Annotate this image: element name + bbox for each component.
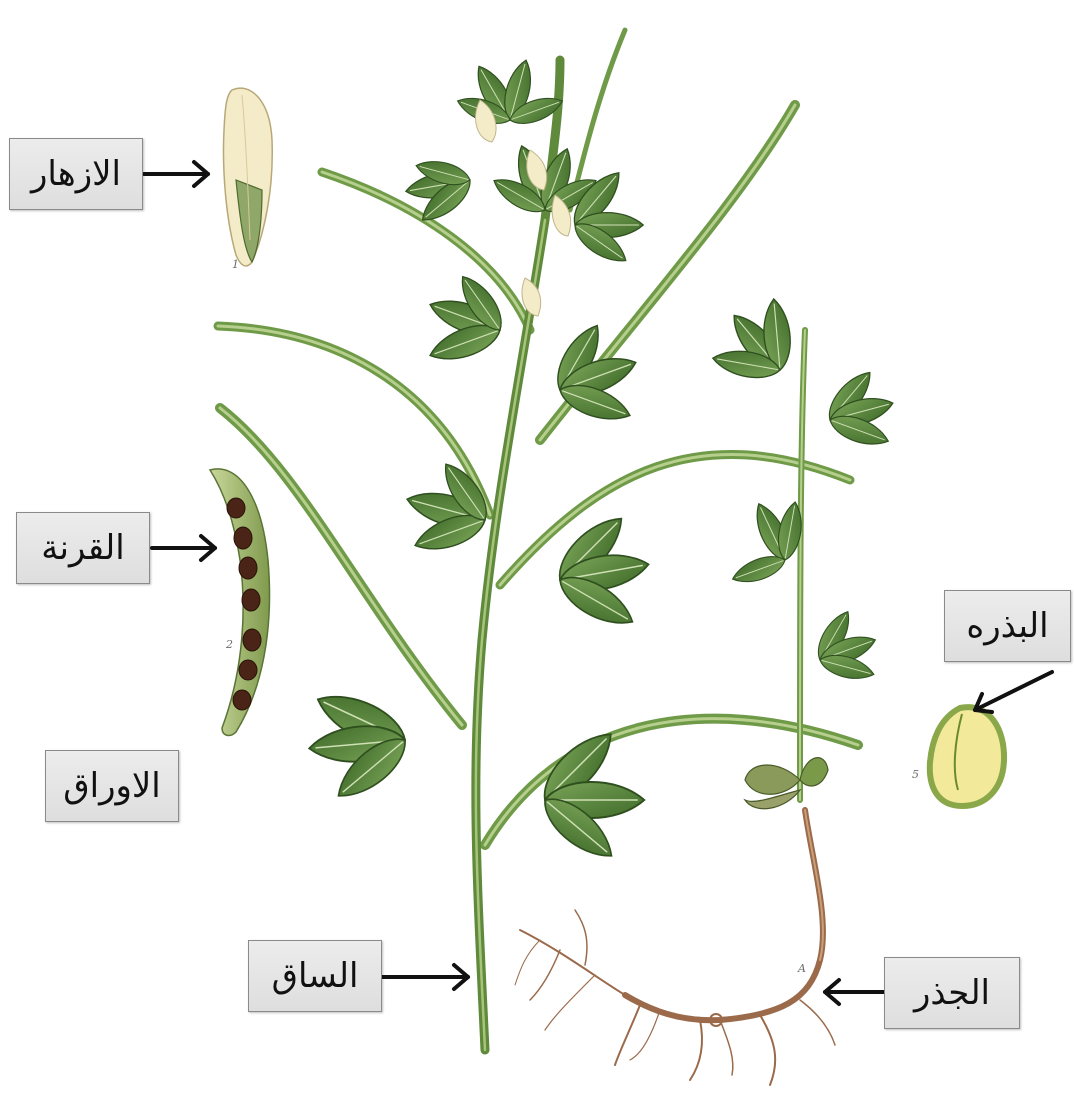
flower-illustration: [224, 88, 273, 266]
arrow-to-flower-icon: [144, 162, 208, 186]
seed-illustration: [930, 707, 1004, 806]
label-pod: القرنة: [16, 512, 150, 584]
figure-number-seed: 5: [912, 768, 919, 781]
arrow-to-seed-icon: [975, 672, 1052, 712]
roots: [515, 810, 835, 1085]
label-seed: البذره: [944, 590, 1071, 662]
arrow-to-stem-icon: [382, 965, 468, 989]
figure-number-flower: 1: [232, 258, 239, 271]
label-leaves: الاوراق: [45, 750, 179, 822]
label-root: الجذر: [884, 957, 1020, 1029]
pod-illustration: [210, 469, 270, 736]
arrow-to-pod-icon: [152, 536, 215, 560]
figure-number-root: A: [797, 962, 806, 975]
figure-number-pod: 2: [225, 638, 233, 651]
label-flowers: الازهار: [9, 138, 143, 210]
label-stem: الساق: [248, 940, 382, 1012]
arrow-to-root-icon: [825, 980, 884, 1004]
pod-horns: [218, 30, 858, 845]
